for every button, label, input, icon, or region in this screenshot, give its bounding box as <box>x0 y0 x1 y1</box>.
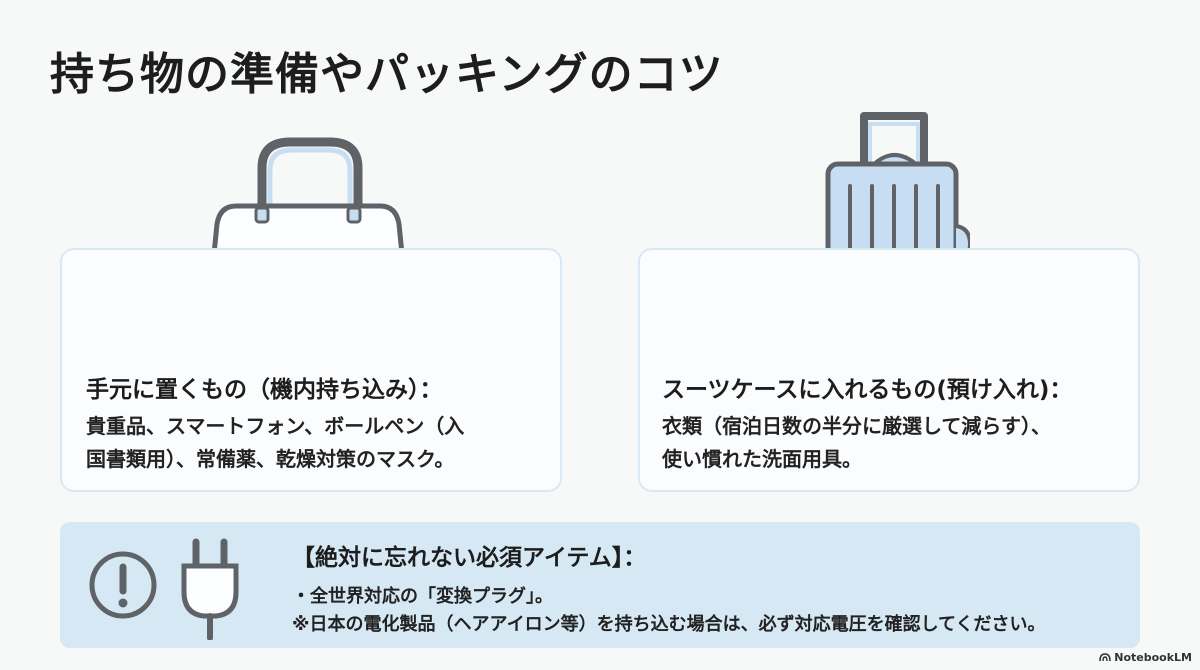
carry-on-line: 国書類用）、常備薬、乾燥対策のマスク。 <box>86 447 455 471</box>
watermark-text: NotebookLM <box>1114 651 1192 664</box>
notebooklm-watermark: NotebookLM <box>1099 651 1192 664</box>
carry-on-line: 貴重品、スマートフォン、ボールペン（入 <box>86 414 465 438</box>
carry-on-heading: 手元に置くもの（機内持ち込み）： <box>86 377 443 403</box>
essentials-banner: 【絶対に忘れない必須アイテム】： ・全世界対応の「変換プラグ」。 ※日本の電化製… <box>60 522 1140 648</box>
suitcase-line: 衣類（宿泊日数の半分に厳選して減らす）、 <box>662 414 1051 438</box>
plug-icon <box>181 538 239 640</box>
exclamation-icon <box>89 551 157 619</box>
essentials-heading: 【絶対に忘れない必須アイテム】： <box>292 545 647 571</box>
notebooklm-logo-icon <box>1099 653 1112 662</box>
suitcase-card: スーツケースに入れるもの(預け入れ)： 衣類（宿泊日数の半分に厳選して減らす）、… <box>638 248 1140 492</box>
essentials-item: ・全世界対応の「変換プラグ」。 <box>292 586 553 607</box>
suitcase-line: 使い慣れた洗面用具。 <box>662 447 862 471</box>
essentials-note: ※日本の電化製品（ヘアアイロン等）を持ち込む場合は、必ず対応電圧を確認してくださ… <box>292 614 1046 635</box>
page-title: 持ち物の準備やパッキングのコツ <box>50 49 724 100</box>
carry-on-items: 貴重品、スマートフォン、ボールペン（入 国書類用）、常備薬、乾燥対策のマスク。 <box>86 410 546 476</box>
carry-on-card: 手元に置くもの（機内持ち込み）： 貴重品、スマートフォン、ボールペン（入 国書類… <box>60 248 562 492</box>
suitcase-items: 衣類（宿泊日数の半分に厳選して減らす）、 使い慣れた洗面用具。 <box>662 410 1132 476</box>
suitcase-heading: スーツケースに入れるもの(預け入れ)： <box>662 377 1073 403</box>
